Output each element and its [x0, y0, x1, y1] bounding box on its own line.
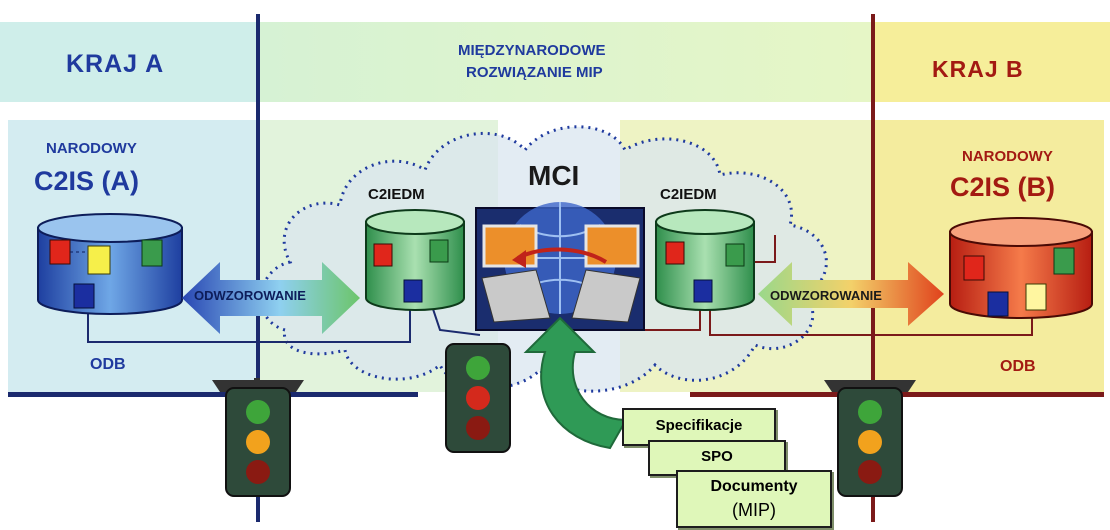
country-a-national-label: NARODOWY	[46, 140, 137, 157]
document-mip-label-line1: Documenty	[678, 478, 830, 496]
international-heading-line2: ROZWIĄZANIE MIP	[466, 64, 603, 81]
traffic-light-b	[824, 380, 916, 496]
document-mip-label-line2: (MIP)	[678, 500, 830, 521]
country-a-heading: KRAJ A	[66, 50, 164, 79]
country-a-c2is-label: C2IS (A)	[34, 166, 139, 197]
traffic-light-mci	[446, 344, 510, 452]
country-a-database	[38, 214, 182, 314]
country-b-c2is-label: C2IS (B)	[950, 172, 1055, 203]
country-b-heading: KRAJ B	[932, 56, 1024, 83]
traffic-light-a	[212, 378, 304, 496]
mapping-label-right: ODWZOROWANIE	[770, 288, 882, 303]
country-a-odb-label: ODB	[90, 356, 126, 374]
country-b-database	[950, 218, 1092, 318]
country-b-national-label: NARODOWY	[962, 148, 1053, 165]
c2iedm-right-label: C2IEDM	[660, 186, 717, 203]
country-b-odb-label: ODB	[1000, 358, 1036, 376]
international-heading-line1: MIĘDZYNARODOWE	[458, 42, 606, 59]
mci-computer-block	[476, 202, 644, 330]
c2iedm-left-database	[366, 210, 464, 310]
document-mip: Documenty (MIP)	[676, 470, 832, 528]
c2iedm-left-label: C2IEDM	[368, 186, 425, 203]
c2iedm-right-database	[656, 210, 754, 310]
document-specifications-label: Specifikacje	[624, 417, 774, 434]
mci-label: MCI	[528, 160, 579, 192]
mapping-label-left: ODWZOROWANIE	[194, 288, 306, 303]
document-spo-label: SPO	[650, 448, 784, 465]
